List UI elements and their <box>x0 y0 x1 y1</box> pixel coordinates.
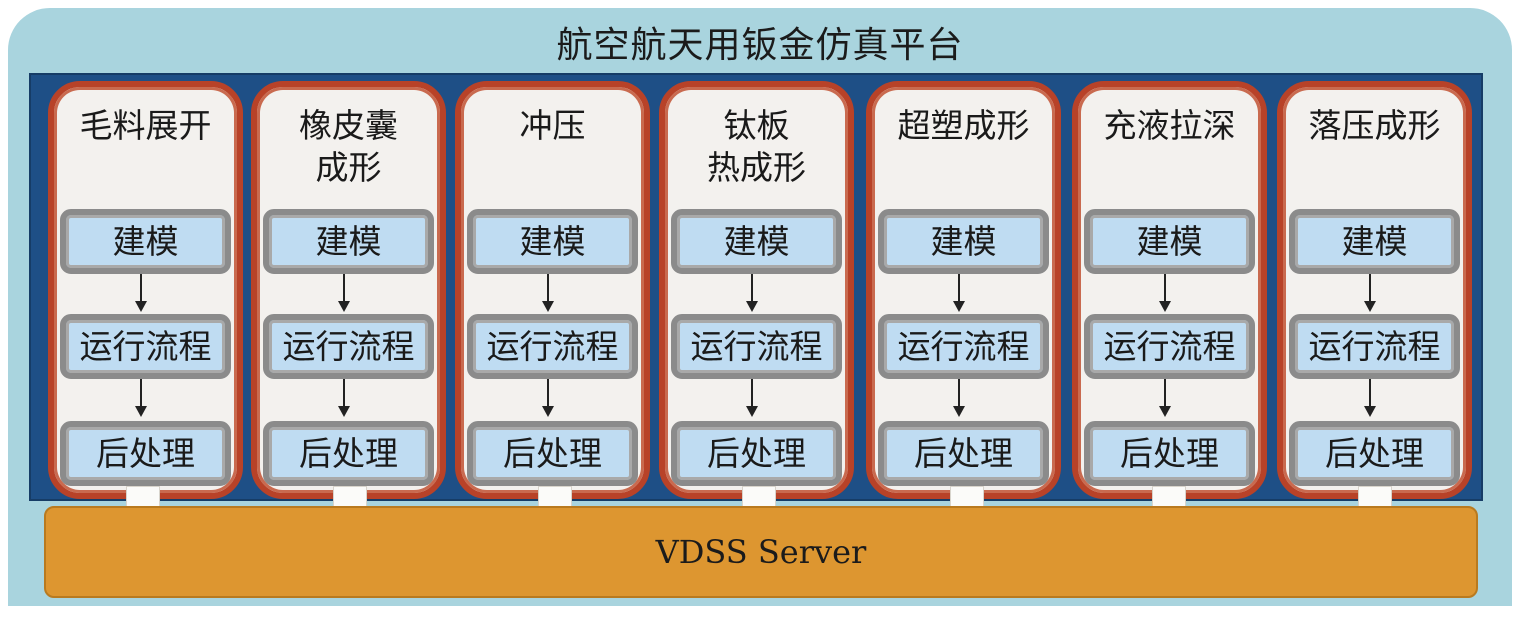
module-column: 橡皮囊 成形建模运行流程后处理 <box>251 81 446 499</box>
process-step: 后处理 <box>671 421 842 486</box>
process-step: 运行流程 <box>263 314 434 379</box>
process-step: 建模 <box>1289 209 1460 274</box>
module-column: 充液拉深建模运行流程后处理 <box>1072 81 1267 499</box>
process-step: 建模 <box>263 209 434 274</box>
flow-arrow-icon <box>953 379 965 417</box>
flow-arrow-icon <box>746 274 758 312</box>
module-title: 充液拉深 <box>1103 106 1236 145</box>
process-step: 后处理 <box>60 421 231 486</box>
flow-arrow-icon <box>135 379 147 417</box>
flow-arrow-icon <box>1364 379 1376 417</box>
module-column: 冲压建模运行流程后处理 <box>455 81 650 499</box>
process-step: 运行流程 <box>1289 314 1460 379</box>
process-step: 运行流程 <box>60 314 231 379</box>
flow-arrow-icon <box>338 379 350 417</box>
process-step: 建模 <box>878 209 1049 274</box>
process-step: 运行流程 <box>467 314 638 379</box>
platform-title: 航空航天用钣金仿真平台 <box>556 25 964 66</box>
process-step: 建模 <box>467 209 638 274</box>
flow-arrow-icon <box>542 274 554 312</box>
module-column: 毛料展开建模运行流程后处理 <box>48 81 243 499</box>
flow-arrow-icon <box>542 379 554 417</box>
module-title: 冲压 <box>519 106 586 145</box>
vdss-server-bar: VDSS Server <box>44 506 1478 598</box>
module-column: 钛板 热成形建模运行流程后处理 <box>659 81 854 499</box>
module-column: 落压成形建模运行流程后处理 <box>1277 81 1472 499</box>
process-step: 建模 <box>1084 209 1255 274</box>
process-step: 后处理 <box>1084 421 1255 486</box>
flow-arrow-icon <box>746 379 758 417</box>
process-step: 运行流程 <box>671 314 842 379</box>
module-title: 橡皮囊 成形 <box>299 106 398 187</box>
process-step: 建模 <box>671 209 842 274</box>
process-step: 建模 <box>60 209 231 274</box>
process-step: 运行流程 <box>878 314 1049 379</box>
flow-arrow-icon <box>135 274 147 312</box>
module-title: 毛料展开 <box>79 106 212 145</box>
process-step: 运行流程 <box>1084 314 1255 379</box>
flow-arrow-icon <box>338 274 350 312</box>
process-step: 后处理 <box>878 421 1049 486</box>
module-title: 钛板 热成形 <box>707 106 806 187</box>
module-title: 落压成形 <box>1308 106 1441 145</box>
module-column: 超塑成形建模运行流程后处理 <box>866 81 1061 499</box>
flow-arrow-icon <box>1159 379 1171 417</box>
flow-arrow-icon <box>953 274 965 312</box>
process-step: 后处理 <box>1289 421 1460 486</box>
flow-arrow-icon <box>1159 274 1171 312</box>
flow-arrow-icon <box>1364 274 1376 312</box>
process-step: 后处理 <box>263 421 434 486</box>
process-step: 后处理 <box>467 421 638 486</box>
module-title: 超塑成形 <box>897 106 1030 145</box>
